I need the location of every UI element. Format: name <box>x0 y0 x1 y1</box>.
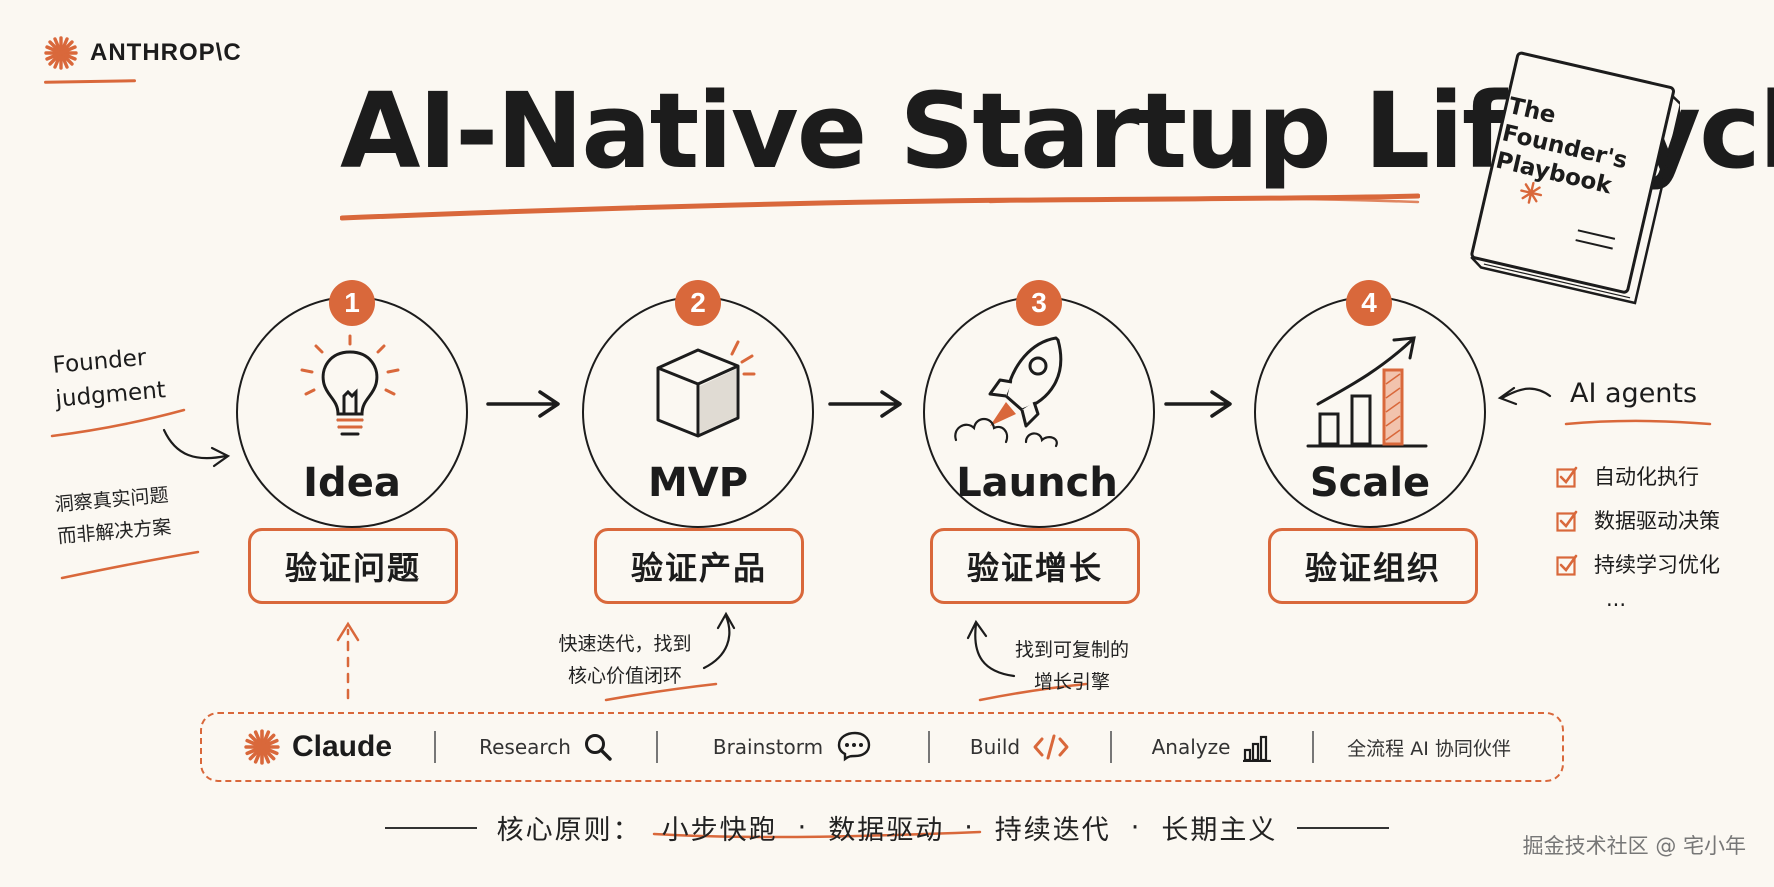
cube-icon <box>656 340 756 438</box>
brand-logo: ANTHROP\C <box>44 36 242 70</box>
stage-badge: 4 <box>1346 280 1392 326</box>
tool-analyze: Analyze <box>1112 714 1312 780</box>
stage-pill-mvp: 验证产品 <box>594 528 804 604</box>
stage-pill-scale: 验证组织 <box>1268 528 1478 604</box>
tool-brainstorm: Brainstorm <box>658 714 928 780</box>
chat-bubble-icon <box>837 731 871 762</box>
tool-research: Research <box>436 714 656 780</box>
growth-chart-icon <box>1306 336 1428 448</box>
search-icon <box>584 734 612 761</box>
claude-toolbar: Claude Research Brainstorm Build Analyze… <box>200 712 1564 782</box>
tool-build: Build <box>930 714 1110 780</box>
checkbox-checked-icon <box>1556 554 1578 576</box>
stage-badge: 2 <box>675 280 721 326</box>
checklist-item: 持续学习优化 <box>1556 543 1720 587</box>
principle-item: 长期主义 <box>1161 815 1278 846</box>
mvp-note: 快速迭代，找到 核心价值闭环 <box>558 633 692 687</box>
checklist-more: ... <box>1606 587 1627 611</box>
ai-agents-checklist: 自动化执行 数据驱动决策 持续学习优化 ... <box>1556 455 1720 611</box>
principle-separator: · <box>797 812 809 843</box>
divider <box>1312 731 1314 763</box>
divider <box>1110 731 1112 763</box>
principle-item: 持续迭代 <box>994 815 1111 846</box>
launch-note: 找到可复制的 增长引擎 <box>1014 639 1129 693</box>
principle-label: 核心原则： <box>496 815 642 846</box>
arrow-right-icon <box>1164 390 1232 418</box>
principle-separator: · <box>964 812 975 843</box>
checkbox-checked-icon <box>1556 466 1578 488</box>
divider <box>928 731 930 763</box>
principle-item: 小步快跑 <box>661 815 778 846</box>
left-insight-note: 洞察真实问题 而非解决方案 <box>53 484 173 548</box>
stage-badge: 3 <box>1016 280 1062 326</box>
ai-agents-label: AI agents <box>1570 378 1698 409</box>
divider <box>434 731 436 763</box>
stage-name-launch: Launch <box>956 460 1118 506</box>
title-underline <box>340 193 1420 221</box>
principle-separator: · <box>1130 812 1142 843</box>
lightbulb-icon <box>300 334 400 436</box>
stage-name-idea: Idea <box>303 460 401 506</box>
stage-name-mvp: MVP <box>647 460 749 506</box>
arrow-right-icon <box>486 390 560 418</box>
core-principle: 核心原则： 小步快跑 · 数据驱动 · 持续迭代 · 长期主义 <box>0 808 1774 847</box>
checklist-item: 自动化执行 <box>1556 455 1720 499</box>
claude-tagline: 全流程 AI 协同伙伴 <box>1347 737 1511 760</box>
founder-judgment-label: Founder judgment <box>51 344 167 413</box>
sunburst-icon <box>244 729 280 765</box>
bar-chart-icon <box>1243 735 1272 762</box>
stage-pill-idea: 验证问题 <box>248 528 458 604</box>
watermark: 掘金技术社区 @ 宅小年 <box>1522 834 1746 858</box>
stage-name-scale: Scale <box>1309 460 1431 506</box>
checkbox-checked-icon <box>1556 510 1578 532</box>
divider <box>656 731 658 763</box>
logo-text: ANTHROP\C <box>90 39 242 66</box>
claude-name: Claude <box>291 730 393 763</box>
stage-pill-launch: 验证增长 <box>930 528 1140 604</box>
principle-item: 数据驱动 <box>828 815 945 846</box>
code-icon <box>1033 734 1069 760</box>
rocket-icon <box>954 336 1063 448</box>
claude-brand: Claude <box>202 714 434 780</box>
arrow-right-icon <box>828 390 902 418</box>
stage-badge: 1 <box>329 280 375 326</box>
sunburst-icon <box>44 36 78 70</box>
checklist-item: 数据驱动决策 <box>1556 499 1720 543</box>
divider <box>384 826 477 829</box>
divider <box>1297 826 1390 829</box>
playbook-book: The Founder's Playbook <box>1450 40 1680 310</box>
